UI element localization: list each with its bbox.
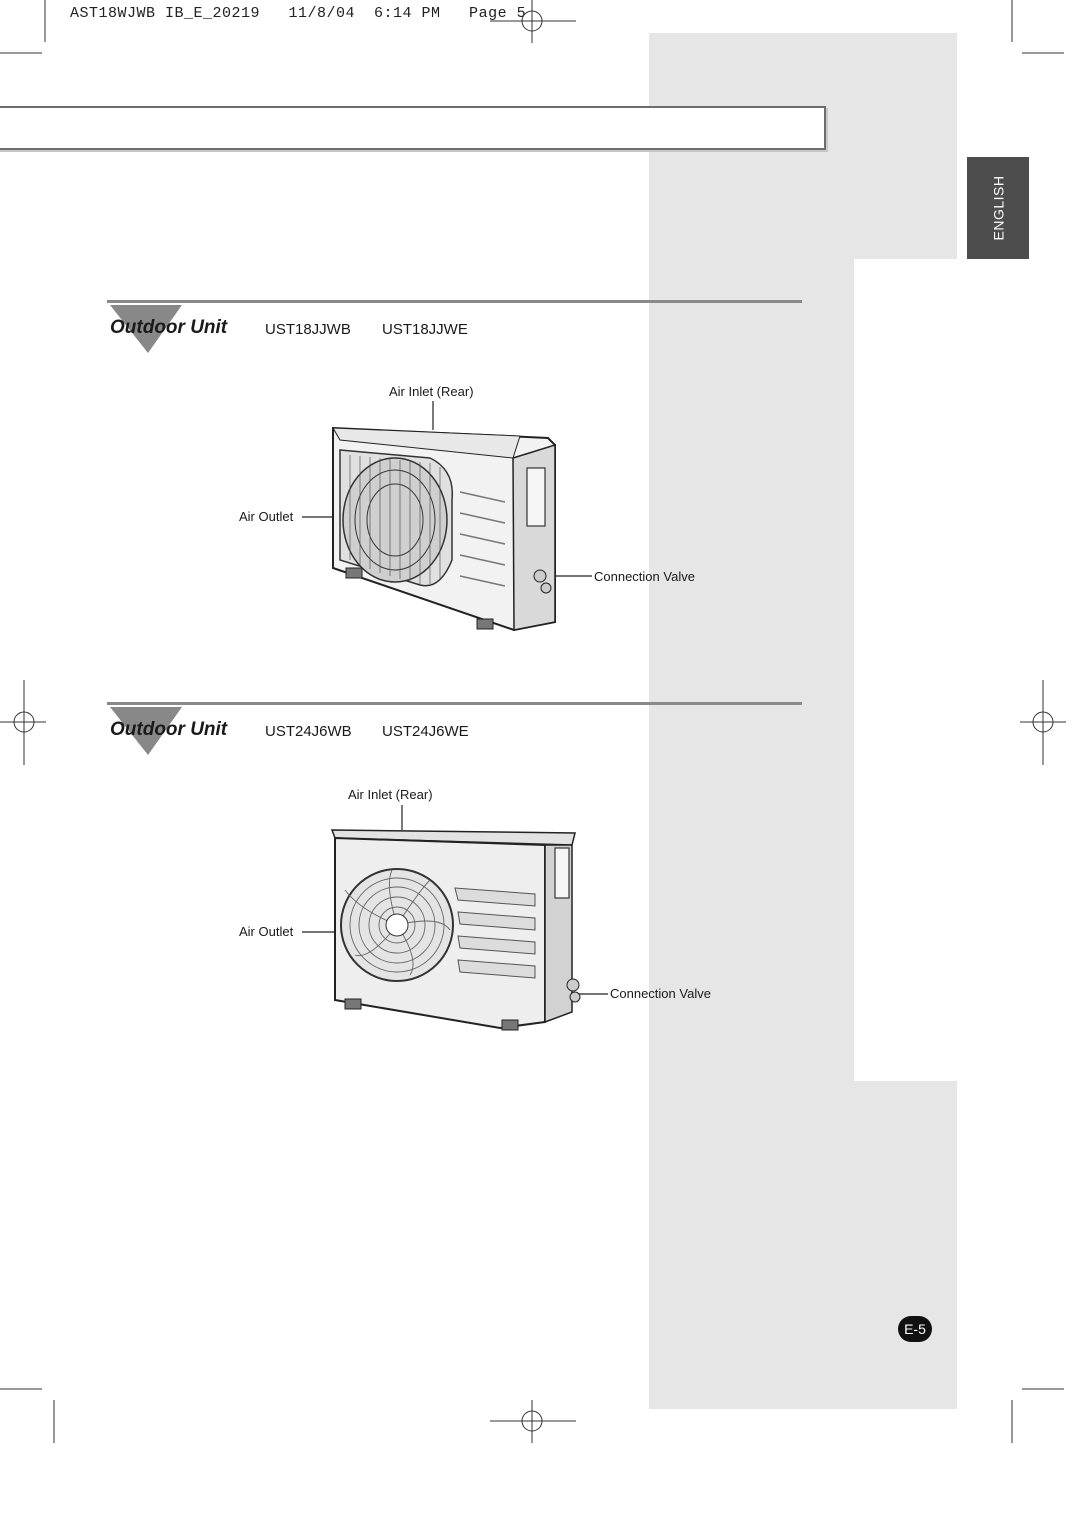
section-rule [107, 300, 802, 303]
page-number-badge: E-5 [898, 1316, 932, 1342]
model-number: UST24J6WE [382, 723, 469, 740]
model-number: UST18JJWE [382, 321, 468, 338]
air-inlet-label: Air Inlet (Rear) [348, 787, 433, 802]
title-box [0, 106, 826, 150]
section-heading: Outdoor Unit [110, 317, 228, 338]
language-tab: ENGLISH [967, 157, 1029, 259]
air-inlet-label: Air Inlet (Rear) [389, 384, 474, 399]
connection-valve-label: Connection Valve [610, 986, 711, 1001]
gray-band-middle [649, 259, 854, 1081]
air-outlet-label: Air Outlet [239, 509, 294, 524]
section-marker-icon [110, 707, 182, 755]
registration-mark-icon [490, 1400, 576, 1443]
print-slug: AST18WJWB IB_E_20219 11/8/04 6:14 PM Pag… [70, 5, 527, 22]
connection-valve-label: Connection Valve [594, 569, 695, 584]
registration-mark-icon [490, 0, 576, 43]
section-heading: Outdoor Unit [110, 719, 228, 740]
registration-mark-icon [0, 680, 46, 765]
model-number: UST18JJWB [265, 321, 351, 338]
registration-mark-icon [1020, 680, 1066, 765]
section-marker-icon [110, 305, 182, 353]
section-rule [107, 702, 802, 705]
model-number: UST24J6WB [265, 723, 352, 740]
air-outlet-label: Air Outlet [239, 924, 294, 939]
gray-band-bottom [649, 1081, 957, 1409]
